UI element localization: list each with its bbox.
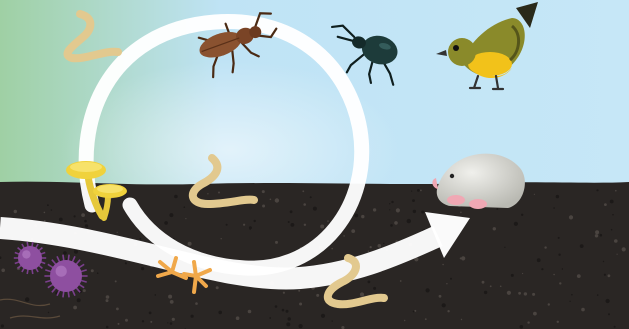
soil-food-web-diagram [0, 0, 629, 329]
diagram-canvas [0, 0, 629, 329]
